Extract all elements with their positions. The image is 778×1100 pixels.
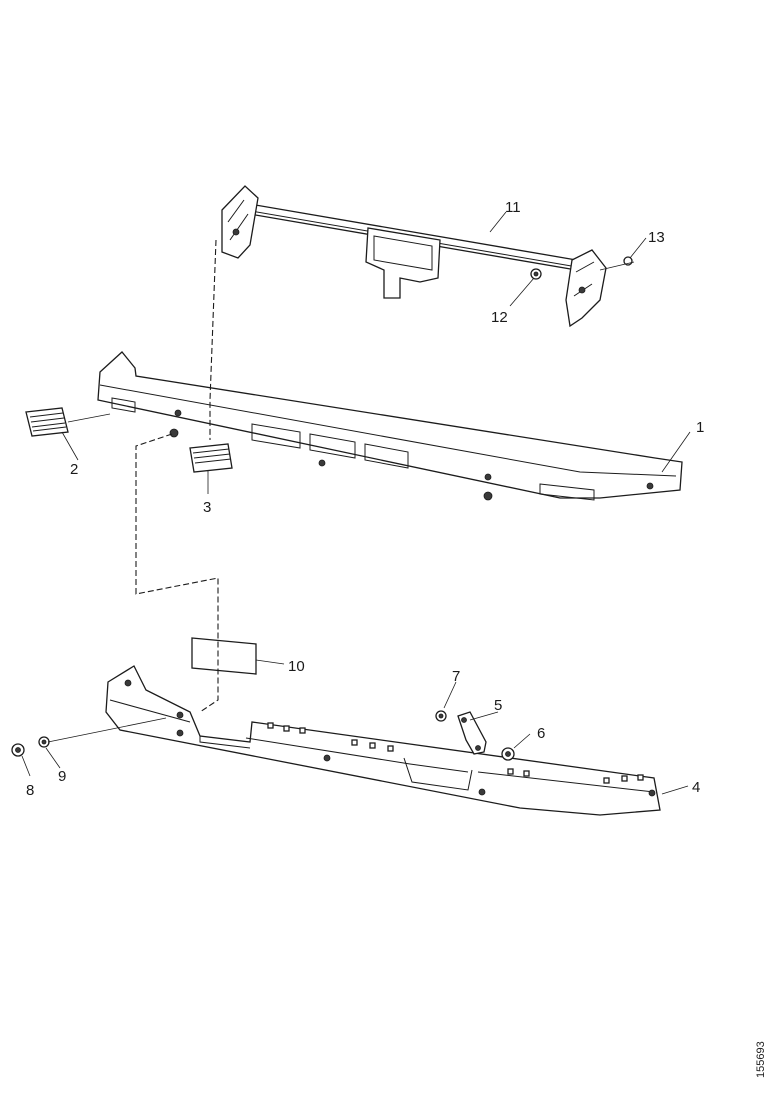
parts-8-9-fasteners bbox=[11, 736, 50, 757]
callout-12: 12 bbox=[491, 309, 508, 326]
part-1-upper-panel bbox=[97, 351, 683, 501]
part-3-center-insert bbox=[189, 443, 233, 473]
part-11-crossbar-bracket bbox=[221, 185, 633, 328]
assembly-dashed-lines bbox=[135, 239, 219, 713]
part-4-lower-bumper bbox=[105, 665, 661, 816]
leader-lines bbox=[21, 211, 691, 795]
callout-4: 4 bbox=[692, 779, 700, 796]
part-10-plate bbox=[191, 637, 257, 675]
part-2-left-insert bbox=[25, 407, 69, 437]
drawing-reference-number: 155693 bbox=[755, 1041, 767, 1078]
callout-5: 5 bbox=[494, 697, 502, 714]
callout-3: 3 bbox=[203, 499, 211, 516]
part-5-bracket bbox=[435, 710, 515, 761]
lower-bumper-tabs bbox=[267, 722, 644, 784]
callout-labels: 1 2 3 4 5 6 7 8 9 10 11 12 13 bbox=[26, 199, 704, 799]
callout-13: 13 bbox=[648, 229, 665, 246]
callout-9: 9 bbox=[58, 768, 66, 785]
callout-7: 7 bbox=[452, 668, 460, 685]
callout-11: 11 bbox=[505, 199, 521, 216]
callout-10: 10 bbox=[288, 658, 305, 675]
callout-1: 1 bbox=[696, 419, 704, 436]
callout-2: 2 bbox=[70, 461, 78, 478]
callout-6: 6 bbox=[537, 725, 545, 742]
callout-8: 8 bbox=[26, 782, 34, 799]
